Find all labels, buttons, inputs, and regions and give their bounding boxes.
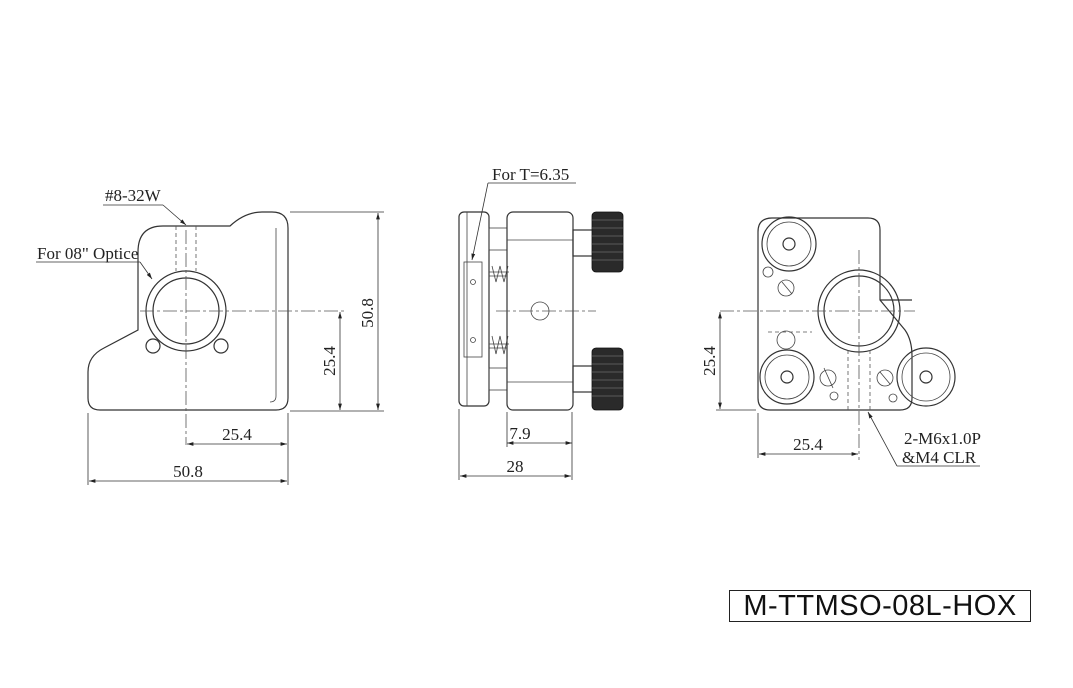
side-view-adjuster-shaft-bottom (572, 365, 594, 393)
mount-callout-line2: &M4 CLR (902, 448, 977, 467)
rear-view-pin-bottom-right (888, 393, 898, 403)
front-view-body-inner-edge (269, 228, 277, 403)
side-view-knob-top (591, 211, 624, 273)
rear-view-knob-top-left (761, 216, 817, 272)
front-view-body-outline (87, 211, 289, 411)
rear-view-clip-bottom (823, 367, 834, 389)
thread-callout: #8-32W (105, 186, 162, 205)
front-view: #8-32W For 08" Optice 50.8 25.4 25.4 50.… (36, 186, 384, 485)
side-view-knob-bottom (591, 347, 624, 411)
rear-view-screw-bottom (819, 369, 837, 387)
rear-view-screw-right (876, 369, 894, 387)
side-view: For T=6.35 7.9 28 (458, 165, 624, 480)
rear-view-knob-bottom-left-hub (780, 370, 794, 384)
rear-view-clip-top (781, 281, 793, 295)
dim-center-width-label: 25.4 (222, 425, 252, 444)
dim-offset-label: 7.9 (509, 424, 530, 443)
thickness-callout: For T=6.35 (492, 165, 569, 184)
model-number-box: M-TTMSO-08L-HOX (729, 590, 1031, 622)
rear-view-knob-bottom-right-hub (919, 370, 933, 384)
side-view-pin-bottom (470, 337, 476, 343)
rear-view: 25.4 25.4 2-M6x1.0P &M4 CLR (700, 216, 981, 467)
rear-view-knob-bottom-left-inner (764, 354, 810, 400)
mount-callout-line1: 2-M6x1.0P (904, 429, 981, 448)
side-view-back-block (506, 211, 574, 411)
dim-height-label: 50.8 (358, 298, 377, 328)
thickness-leader (471, 182, 489, 261)
side-view-stud-top (488, 227, 508, 251)
rear-view-screw-top (777, 279, 795, 297)
rear-dim-center-width-label: 25.4 (793, 435, 823, 454)
side-view-optic-slot (463, 261, 483, 358)
dim-center-height-label: 25.4 (320, 346, 339, 376)
mount-leader (867, 411, 898, 467)
rear-view-body-outline (757, 217, 913, 411)
side-view-knob-knurl (592, 219, 623, 397)
side-view-front-plate (458, 211, 490, 407)
dim-width-label: 50.8 (173, 462, 203, 481)
side-view-adjuster-shaft-top (572, 229, 594, 257)
front-view-retainer-left (145, 338, 161, 354)
rear-view-knob-bottom-left (759, 349, 815, 405)
side-view-spring-top (489, 265, 509, 283)
rear-view-knob-top-left-hub (782, 237, 796, 251)
side-view-stud-bottom (488, 367, 508, 391)
rear-view-pin-bottom-left (829, 391, 839, 401)
dim-depth-label: 28 (507, 457, 524, 476)
side-view-pin-top (470, 279, 476, 285)
thread-leader (162, 204, 187, 226)
rear-view-knob-bottom-right (896, 347, 956, 407)
rear-view-pin-top (762, 266, 774, 278)
rear-view-knob-top-left-inner (766, 221, 812, 267)
optic-leader (139, 261, 153, 280)
rear-view-clip-right (879, 371, 891, 385)
front-view-retainer-right (213, 338, 229, 354)
optic-callout: For 08" Optice (37, 244, 138, 263)
rear-view-screw-mid (776, 330, 796, 350)
rear-view-knob-bottom-right-inner (901, 352, 951, 402)
side-view-spring-bottom (489, 335, 509, 355)
rear-dim-center-height-label: 25.4 (700, 346, 719, 376)
